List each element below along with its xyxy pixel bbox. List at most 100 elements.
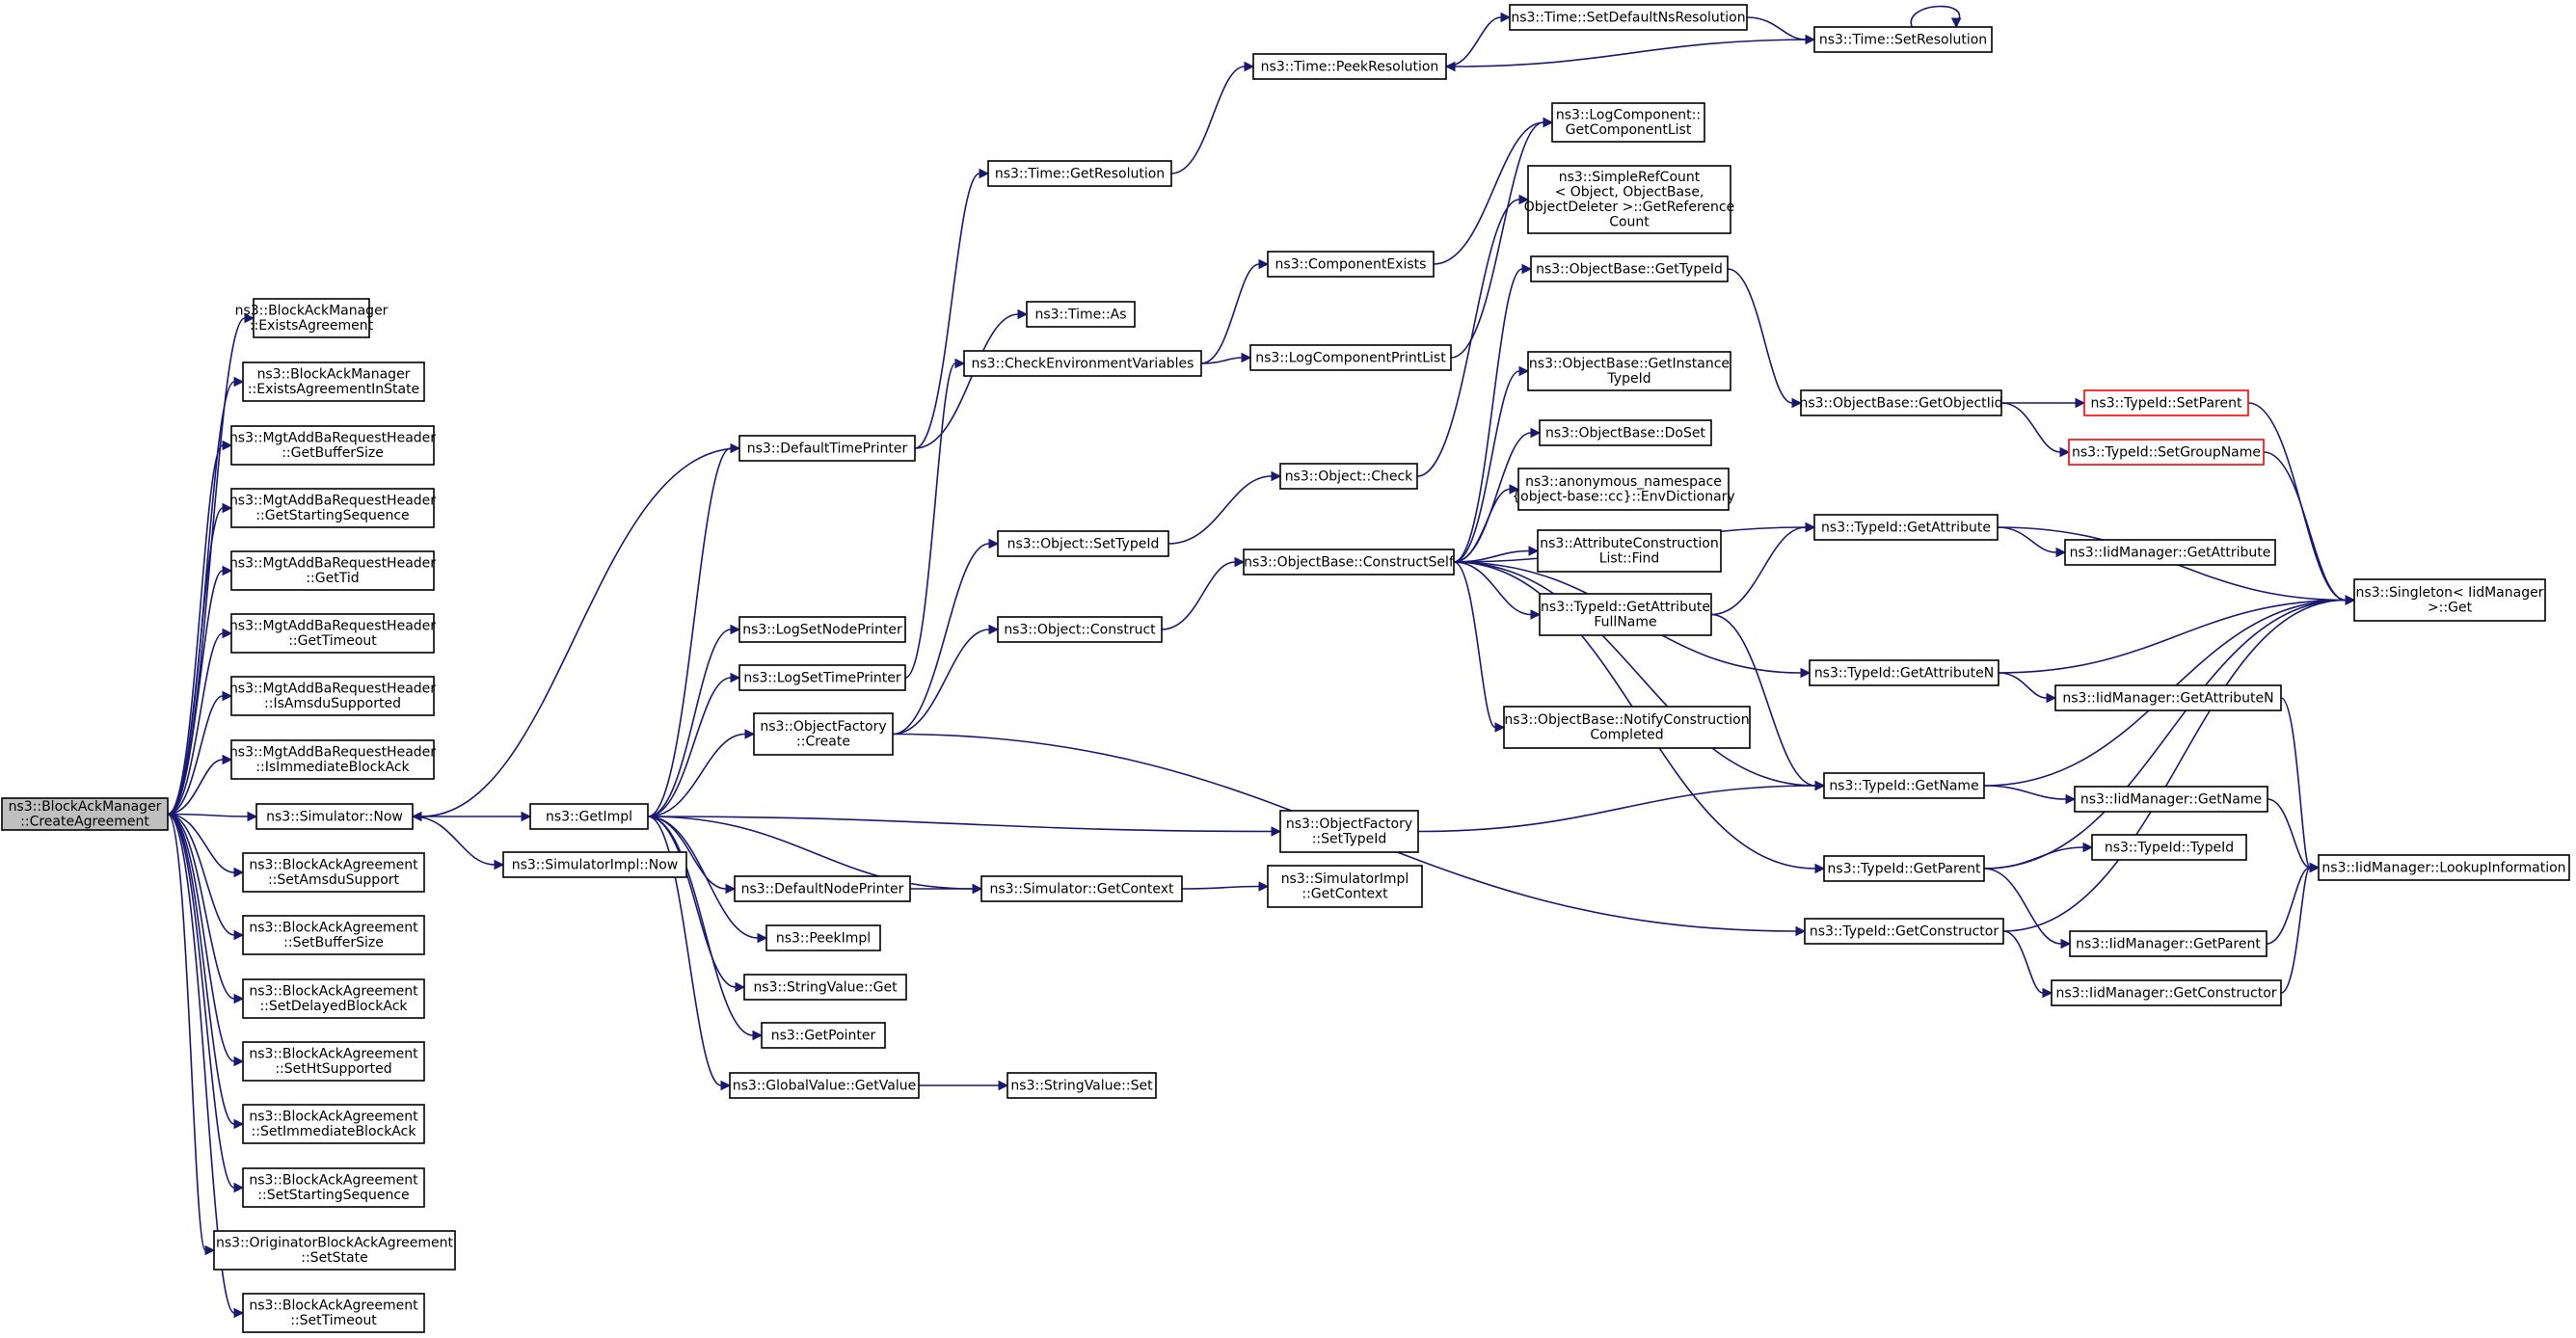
node-ns3-mgtaddbarequestheader-isamsdusupported[interactable]: ns3::MgtAddBaRequestHeader::IsAmsduSuppo… <box>229 676 436 716</box>
node-ns3-logcomponentprintlist[interactable]: ns3::LogComponentPrintList <box>1249 344 1452 371</box>
edge-n20-n30 <box>914 308 1029 449</box>
node-ns3-iidmanager-getconstructor[interactable]: ns3::IidManager::GetConstructor <box>2051 979 2282 1006</box>
node-box <box>2318 854 2570 881</box>
node-ns3-blockackmanager-createagreement[interactable]: ns3::BlockAckManager::CreateAgreement <box>1 797 169 831</box>
node-ns3-typeid-getattributen[interactable]: ns3::TypeId::GetAttributeN <box>1809 659 1999 686</box>
node-ns3-singleton-iidmanager-get[interactable]: ns3::Singleton< IidManager >::Get <box>2353 578 2546 622</box>
node-ns3-blockackagreement-setbuffersize[interactable]: ns3::BlockAckAgreement::SetBufferSize <box>242 915 425 955</box>
node-ns3-time-setdefaultnsresolution[interactable]: ns3::Time::SetDefaultNsResolution <box>1509 4 1748 31</box>
node-box <box>743 974 907 1001</box>
node-ns3-typeid-getattribute[interactable]: ns3::TypeId::GetAttribute <box>1813 514 1999 541</box>
node-ns3-mgtaddbarequestheader-isimmediateblockack[interactable]: ns3::MgtAddBaRequestHeader::IsImmediateB… <box>229 739 436 780</box>
node-box <box>997 616 1163 643</box>
node-ns3-objectbase-notifyconstructioncompleted[interactable]: ns3::ObjectBase::NotifyConstructionCompl… <box>1503 706 1751 749</box>
node-ns3-getpointer[interactable]: ns3::GetPointer <box>761 1022 886 1049</box>
node-label: ns3::Object::SetTypeId <box>1007 536 1160 551</box>
node-box <box>242 978 425 1019</box>
node-ns3-typeid-setgroupname[interactable]: ns3::TypeId::SetGroupName <box>2068 439 2265 466</box>
edge-n32-n39 <box>1167 470 1282 545</box>
node-label: < Object, ObjectBase, <box>1555 185 1704 201</box>
node-ns3-object-construct[interactable]: ns3::Object::Construct <box>997 616 1163 643</box>
node-ns3-getimpl[interactable]: ns3::GetImpl <box>529 803 649 830</box>
node-ns3-logsettimeprinter[interactable]: ns3::LogSetTimePrinter <box>738 664 906 691</box>
node-ns3-simplerefcount-object-objectbase-objectdeleter-getreferencecount[interactable]: ns3::SimpleRefCount< Object, ObjectBase,… <box>1524 165 1734 234</box>
edge-n40-n52 <box>1453 561 1506 733</box>
node-label: ::SetState <box>301 1250 367 1266</box>
node-label: ::GetContext <box>1301 887 1388 902</box>
node-ns3-iidmanager-getattributen[interactable]: ns3::IidManager::GetAttributeN <box>2054 684 2282 711</box>
node-ns3-mgtaddbarequestheader-gettid[interactable]: ns3::MgtAddBaRequestHeader::GetTid <box>229 550 436 591</box>
node-label: ns3::IidManager::LookupInformation <box>2321 860 2565 875</box>
node-label: ns3::ObjectBase::GetObjectIid <box>1799 395 2002 411</box>
node-ns3-typeid-getname[interactable]: ns3::TypeId::GetName <box>1823 772 1985 799</box>
edge-n0-n17 <box>167 813 245 1319</box>
node-ns3-typeid-typeid[interactable]: ns3::TypeId::TypeId <box>2091 834 2247 861</box>
edge-n0-n7 <box>167 690 233 816</box>
node-ns3-blockackagreement-setimmediateblockack[interactable]: ns3::BlockAckAgreement::SetImmediateBloc… <box>242 1104 425 1144</box>
node-ns3-logcomponent-getcomponentlist[interactable]: ns3::LogComponent::GetComponentList <box>1551 102 1705 143</box>
edge-n67-n69 <box>2280 862 2321 994</box>
node-ns3-objectfactory-create[interactable]: ns3::ObjectFactory::Create <box>753 712 894 756</box>
node-ns3-simulator-getcontext[interactable]: ns3::Simulator::GetContext <box>980 875 1183 902</box>
node-ns3-simulatorimpl-now[interactable]: ns3::SimulatorImpl::Now <box>502 851 687 878</box>
node-ns3-iidmanager-lookupinformation[interactable]: ns3::IidManager::LookupInformation <box>2318 854 2570 881</box>
node-label: ns3::TypeId::GetName <box>1829 778 1978 793</box>
node-ns3-typeid-getconstructor[interactable]: ns3::TypeId::GetConstructor <box>1804 918 2004 945</box>
node-ns3-iidmanager-getparent[interactable]: ns3::IidManager::GetParent <box>2069 930 2267 957</box>
node-ns3-time-setresolution[interactable]: ns3::Time::SetResolution <box>1813 26 1993 53</box>
node-ns3-iidmanager-getname[interactable]: ns3::IidManager::GetName <box>2074 786 2268 813</box>
node-label: ns3::anonymous_namespace <box>1525 474 1722 490</box>
node-ns3-objectbase-doset[interactable]: ns3::ObjectBase::DoSet <box>1539 419 1712 446</box>
edge-n9-n19 <box>412 816 505 870</box>
node-ns3-stringvalue-get[interactable]: ns3::StringValue::Get <box>743 974 907 1001</box>
node-ns3-simulatorimpl-getcontext[interactable]: ns3::SimulatorImpl::GetContext <box>1267 865 1423 908</box>
node-label: ::GetTimeout <box>288 633 377 649</box>
node-ns3-blockackmanager-existsagreementinstate[interactable]: ns3::BlockAckManager::ExistsAgreementInS… <box>242 361 425 402</box>
node-ns3-blockackagreement-settimeout[interactable]: ns3::BlockAckAgreement::SetTimeout <box>242 1293 425 1333</box>
node-ns3-objectbase-constructself[interactable]: ns3::ObjectBase::ConstructSelf <box>1243 549 1455 575</box>
node-ns3-componentexists[interactable]: ns3::ComponentExists <box>1267 251 1435 278</box>
node-label: ns3::ObjectBase::GetTypeId <box>1536 261 1723 277</box>
node-ns3-originatorblockackagreement-setstate[interactable]: ns3::OriginatorBlockAckAgreement::SetSta… <box>213 1230 456 1271</box>
node-ns3-defaultnodeprinter[interactable]: ns3::DefaultNodePrinter <box>734 875 911 902</box>
node-ns3-stringvalue-set[interactable]: ns3::StringValue::Set <box>1006 1072 1157 1099</box>
node-ns3-checkenvironmentvariables[interactable]: ns3::CheckEnvironmentVariables <box>963 350 1202 377</box>
node-ns3-mgtaddbarequestheader-getstartingsequence[interactable]: ns3::MgtAddBaRequestHeader::GetStartingS… <box>229 488 436 528</box>
node-ns3-globalvalue-getvalue[interactable]: ns3::GlobalValue::GetValue <box>729 1072 920 1099</box>
node-ns3-object-check[interactable]: ns3::Object::Check <box>1279 463 1418 490</box>
node-ns3-logsetnodeprinter[interactable]: ns3::LogSetNodePrinter <box>738 616 906 643</box>
node-ns3-time-getresolution[interactable]: ns3::Time::GetResolution <box>987 160 1172 187</box>
node-ns3-blockackagreement-setdelayedblockack[interactable]: ns3::BlockAckAgreement::SetDelayedBlockA… <box>242 978 425 1019</box>
edge-n0-n13 <box>167 813 245 1067</box>
node-ns3-blockackmanager-existsagreement[interactable]: ns3::BlockAckManager::ExistsAgreement <box>235 298 389 338</box>
node-ns3-blockackagreement-sethtsupported[interactable]: ns3::BlockAckAgreement::SetHtSupported <box>242 1041 425 1082</box>
edge-n40-n51 <box>1453 561 1542 620</box>
node-label: ns3::BlockAckAgreement <box>249 984 418 1000</box>
node-box <box>230 676 435 716</box>
node-ns3-iidmanager-getattribute[interactable]: ns3::IidManager::GetAttribute <box>2064 539 2276 566</box>
edge-n0-n16 <box>167 813 216 1256</box>
node-label: ns3::GetImpl <box>546 809 632 824</box>
node-ns3-typeid-setparent[interactable]: ns3::TypeId::SetParent <box>2083 389 2249 416</box>
node-ns3-mgtaddbarequestheader-gettimeout[interactable]: ns3::MgtAddBaRequestHeader::GetTimeout <box>229 613 436 654</box>
node-ns3-peekimpl[interactable]: ns3::PeekImpl <box>765 924 881 951</box>
node-ns3-objectfactory-settypeid[interactable]: ns3::ObjectFactory::SetTypeId <box>1279 810 1419 853</box>
edge-n40-n47 <box>1453 365 1530 563</box>
node-ns3-blockackagreement-setamsdusupport[interactable]: ns3::BlockAckAgreement::SetAmsduSupport <box>242 852 425 893</box>
node-ns3-objectbase-getobjectiid[interactable]: ns3::ObjectBase::GetObjectIid <box>1799 389 2003 416</box>
node-ns3-defaulttimeprinter[interactable]: ns3::DefaultTimePrinter <box>738 435 916 462</box>
node-ns3-time-peekresolution[interactable]: ns3::Time::PeekResolution <box>1252 53 1447 80</box>
node-ns3-simulator-now[interactable]: ns3::Simulator::Now <box>255 803 414 830</box>
node-ns3-typeid-getparent[interactable]: ns3::TypeId::GetParent <box>1823 855 1985 882</box>
node-ns3-blockackagreement-setstartingsequence[interactable]: ns3::BlockAckAgreement::SetStartingSeque… <box>242 1167 425 1208</box>
node-ns3-anonymous-namespace-object-base-cc-envdictionary[interactable]: ns3::anonymous_namespace{object-base::cc… <box>1512 468 1735 511</box>
node-ns3-time-as[interactable]: ns3::Time::As <box>1026 301 1136 328</box>
node-ns3-object-settypeid[interactable]: ns3::Object::SetTypeId <box>997 530 1169 557</box>
node-box <box>1252 53 1447 80</box>
node-ns3-objectbase-gettypeid[interactable]: ns3::ObjectBase::GetTypeId <box>1530 255 1729 282</box>
node-label: ns3::ObjectBase::GetInstance <box>1529 357 1730 372</box>
node-ns3-mgtaddbarequestheader-getbuffersize[interactable]: ns3::MgtAddBaRequestHeader::GetBufferSiz… <box>229 425 436 466</box>
